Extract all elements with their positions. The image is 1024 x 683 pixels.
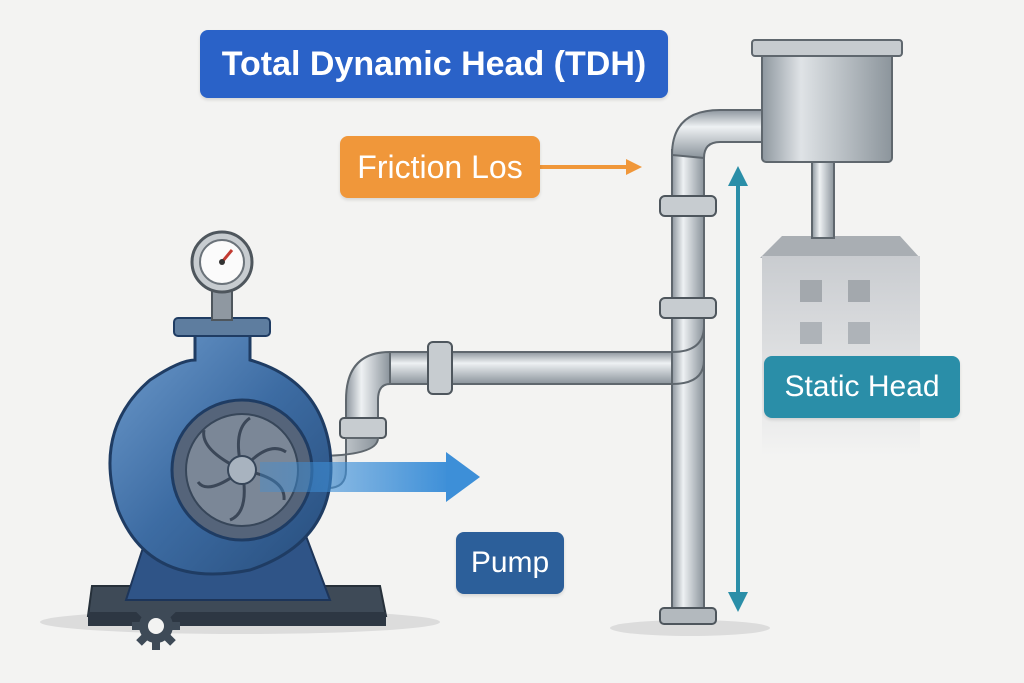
static-head-label: Static Head <box>764 356 960 418</box>
pipe-flange <box>659 297 717 319</box>
pump-label: Pump <box>456 532 564 594</box>
building-window <box>848 280 870 302</box>
centrifugal-pump <box>108 317 333 576</box>
water-tank <box>751 39 903 239</box>
pipe-flange <box>339 417 387 439</box>
gear-icon <box>132 602 180 650</box>
flow-arrow-icon <box>260 452 480 502</box>
building-window <box>848 322 870 344</box>
pipe-flange <box>427 341 453 395</box>
double-headed-arrow-icon <box>728 166 748 612</box>
friction-arrow-icon <box>540 159 642 175</box>
building-window <box>800 322 822 344</box>
pipe-base-flange <box>659 607 717 625</box>
title-label: Total Dynamic Head (TDH) <box>200 30 668 98</box>
discharge-pipe <box>279 325 705 489</box>
friction-loss-label: Friction Los <box>340 136 540 198</box>
pipe-shadow <box>610 620 770 636</box>
building-window <box>800 280 822 302</box>
pressure-gauge-icon <box>190 230 254 321</box>
pipe-flange <box>659 195 717 217</box>
building <box>760 236 920 456</box>
